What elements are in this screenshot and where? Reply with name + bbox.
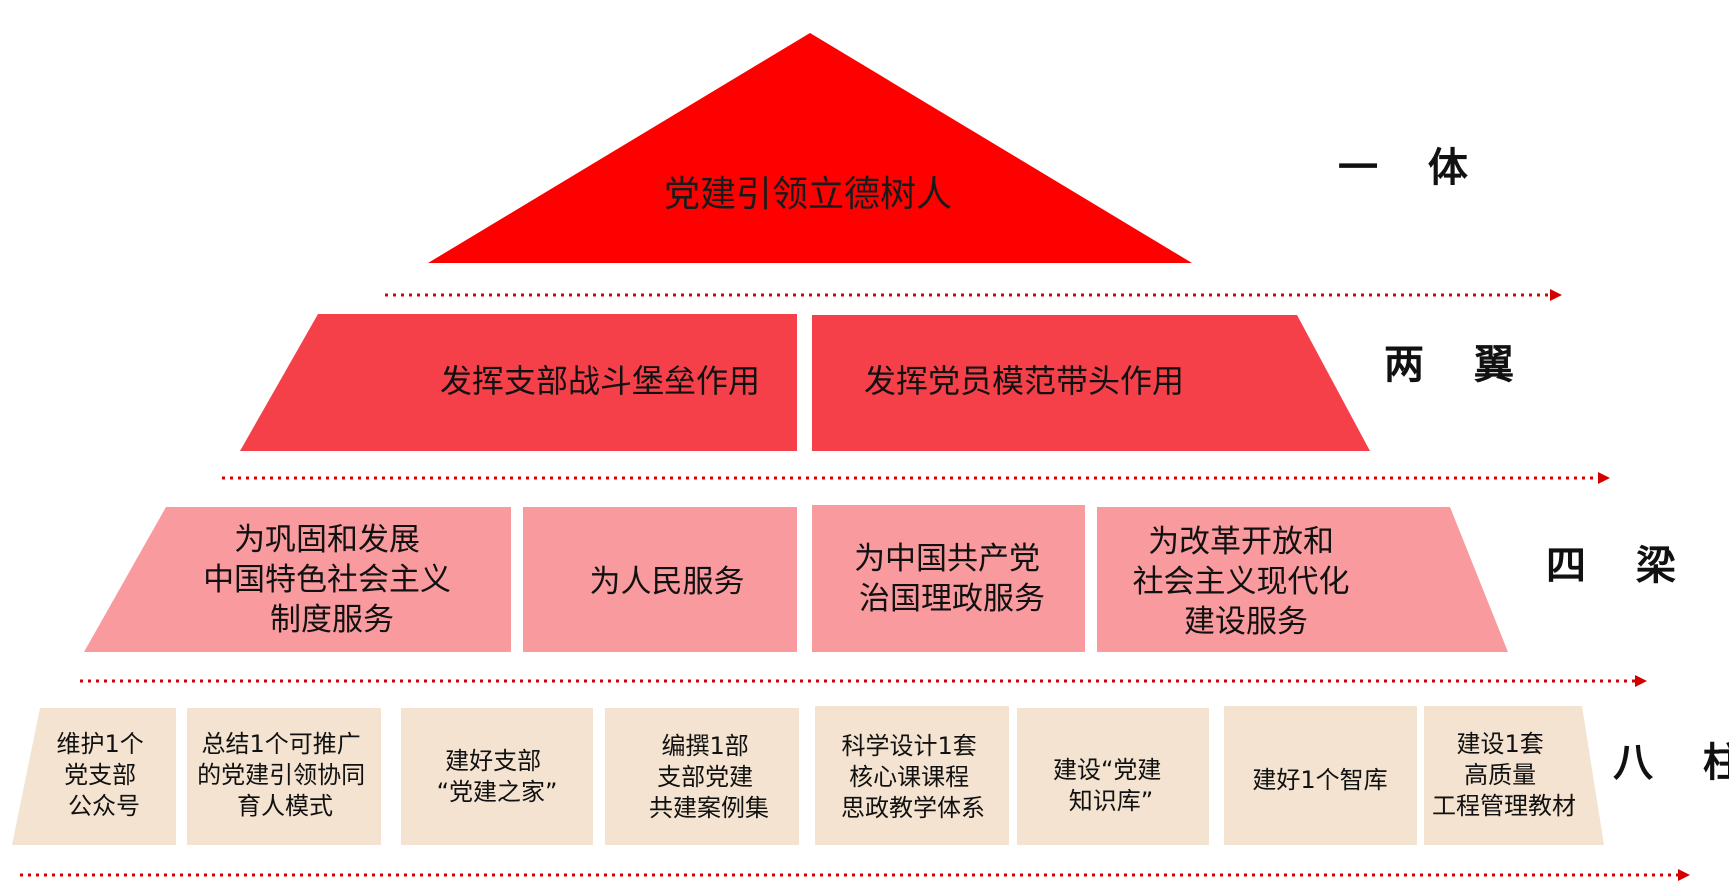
tier-3-level-label: 四 梁 (1546, 543, 1694, 589)
divider-arrow-4 (20, 869, 1690, 881)
tier-4-block-5 (815, 706, 1009, 845)
tier-3-block-2-text: 为人民服务 (590, 564, 745, 600)
divider-arrow-2 (222, 472, 1610, 484)
tier-4-block-4-text: 编撰1部 支部党建 共建案例集 (649, 732, 769, 822)
tier-3-block-3 (812, 505, 1085, 652)
tier-2-block-right-text: 发挥党员模范带头作用 (864, 362, 1184, 400)
tier-4-level-label: 八 柱 (1613, 740, 1729, 786)
tier-3: 为巩固和发展 中国特色社会主义 制度服务 为人民服务 为中国共产党 治国理政服务… (84, 505, 1694, 652)
tier-4-block-7-text: 建好1个智库 (1252, 766, 1387, 794)
tier-4-block-3 (401, 708, 593, 845)
tier-4-block-1 (12, 708, 176, 845)
tier-4-block-8-text: 建设1套 高质量 工程管理教材 (1432, 730, 1576, 820)
tier-3-block-3-text: 为中国共产党 治国理政服务 (854, 541, 1050, 617)
tier-2: 发挥支部战斗堡垒作用 发挥党员模范带头作用 两 翼 (240, 314, 1532, 451)
tier-4-block-5-text: 科学设计1套 核心课课程 思政教学体系 (841, 732, 985, 822)
tier-4-block-8 (1424, 706, 1604, 845)
tier-4-block-6 (1017, 708, 1209, 845)
tier-3-block-1 (84, 507, 511, 652)
tier-4-block-1-text: 维护1个 党支部 公众号 (57, 730, 152, 820)
tier-3-block-1-text: 为巩固和发展 中国特色社会主义 制度服务 (203, 522, 461, 638)
tier-2-block-left (240, 314, 797, 451)
tier-3-block-4 (1097, 507, 1508, 652)
divider-arrow-3 (80, 675, 1647, 687)
tier-1: 党建引领立德树人 一 体 (428, 33, 1486, 263)
tier-3-block-4-text: 为改革开放和 社会主义现代化 建设服务 (1133, 524, 1360, 640)
tier-4-block-4 (605, 708, 799, 845)
tier-1-triangle (428, 33, 1192, 263)
tier-4: 维护1个 党支部 公众号 总结1个可推广 的党建引领协同 育人模式 建好支部 “… (12, 706, 1729, 845)
tier-4-block-7 (1224, 706, 1417, 845)
tier-4-block-2-text: 总结1个可推广 的党建引领协同 育人模式 (197, 730, 373, 820)
tier-4-block-6-text: 建设“党建 知识库” (1053, 756, 1169, 815)
tier-2-block-left-text: 发挥支部战斗堡垒作用 (440, 362, 760, 400)
tier-2-level-label: 两 翼 (1384, 342, 1532, 388)
tier-4-block-3-text: 建好支部 “党建之家” (437, 747, 558, 806)
tier-1-block-text: 党建引领立德树人 (664, 174, 952, 215)
tier-2-block-right (812, 315, 1370, 451)
divider-arrow-1 (385, 289, 1562, 301)
tier-3-block-2 (523, 507, 797, 652)
tier-1-level-label: 一 体 (1338, 145, 1486, 191)
tier-4-block-2 (187, 708, 381, 845)
